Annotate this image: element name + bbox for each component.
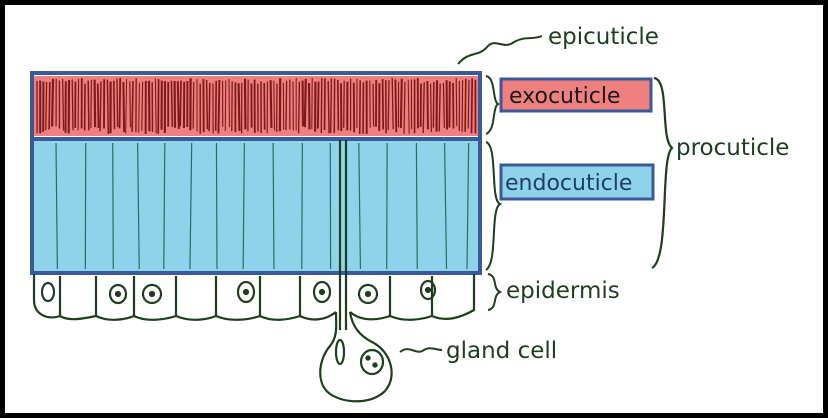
exocuticle-stripe	[91, 80, 92, 128]
exocuticle-stripe	[209, 83, 210, 131]
exocuticle-stripe	[49, 82, 50, 129]
exocuticle-stripe	[72, 79, 73, 130]
exocuticle-stripe	[78, 79, 79, 131]
cuticle-diagram: epicuticle exocuticle endocuticle procut…	[5, 5, 823, 413]
exocuticle-stripe	[401, 79, 402, 128]
exocuticle-stripe	[286, 81, 287, 130]
exocuticle-stripe	[331, 78, 332, 132]
exocuticle-stripe	[321, 78, 322, 133]
exocuticle-stripe	[132, 81, 133, 132]
endocuticle-line	[216, 143, 217, 269]
exocuticle-stripe	[171, 81, 172, 127]
procuticle-label: procuticle	[676, 135, 789, 161]
endocuticle-line	[302, 143, 303, 269]
exocuticle-stripe	[117, 79, 118, 127]
endocuticle-line	[273, 143, 274, 269]
exocuticle-stripe	[178, 81, 179, 129]
exocuticle-stripe	[472, 78, 473, 133]
exocuticle-stripe	[193, 82, 194, 129]
exocuticle-stripe	[383, 79, 384, 129]
exocuticle-stripe	[423, 82, 424, 133]
endocuticle-layer	[34, 141, 478, 271]
exocuticle-stripe	[218, 80, 219, 134]
endocuticle-brace	[486, 142, 500, 270]
exocuticle-stripe	[46, 82, 47, 130]
exocuticle-stripe	[88, 81, 89, 131]
exocuticle-stripe	[98, 84, 99, 128]
endocuticle-line	[113, 143, 114, 269]
exocuticle-stripe	[95, 80, 96, 128]
exocuticle-stripe	[123, 82, 124, 132]
exocuticle-stripe	[309, 83, 310, 129]
exocuticle-stripe	[299, 82, 300, 134]
exocuticle-stripe	[388, 80, 389, 130]
exocuticle-stripe	[120, 78, 121, 128]
gland-cell-label: gland cell	[446, 338, 557, 364]
exocuticle-stripe	[52, 79, 53, 126]
exocuticle-stripe	[155, 78, 156, 133]
exocuticle-stripe	[239, 83, 240, 131]
exocuticle-stripe	[114, 81, 115, 130]
exocuticle-stripe	[436, 80, 437, 131]
gland-cell-pointer	[400, 348, 442, 352]
exocuticle-stripe	[107, 80, 108, 134]
epidermis-brace	[488, 274, 500, 310]
exocuticle-stripe	[431, 84, 432, 132]
exocuticle-stripe	[468, 80, 469, 128]
exocuticle-stripe	[207, 80, 208, 129]
exocuticle-stripe	[427, 81, 428, 129]
epicuticle-label: epicuticle	[548, 24, 659, 50]
exocuticle-stripe	[180, 81, 181, 127]
exocuticle-label: exocuticle	[509, 84, 620, 109]
exocuticle-brace	[486, 76, 498, 134]
exocuticle-stripe	[130, 81, 131, 127]
epicuticle-pointer	[458, 36, 542, 64]
exocuticle-stripe	[318, 82, 319, 129]
exocuticle-stripe	[465, 79, 466, 132]
exocuticle-stripe	[373, 84, 374, 127]
exocuticle-stripe	[225, 80, 226, 130]
exocuticle-stripe	[100, 81, 101, 131]
procuticle-brace	[652, 78, 672, 268]
exocuticle-stripe	[456, 78, 457, 126]
endocuticle-label: endocuticle	[505, 171, 632, 196]
exocuticle-stripe	[328, 81, 329, 133]
exocuticle-stripe	[305, 79, 306, 127]
exocuticle-stripe	[338, 80, 339, 130]
exocuticle-stripe	[274, 81, 275, 131]
exocuticle-stripe	[271, 80, 272, 128]
epidermis-label: epidermis	[506, 278, 620, 304]
epidermis-cells	[34, 274, 474, 320]
exocuticle-stripe	[395, 79, 396, 132]
